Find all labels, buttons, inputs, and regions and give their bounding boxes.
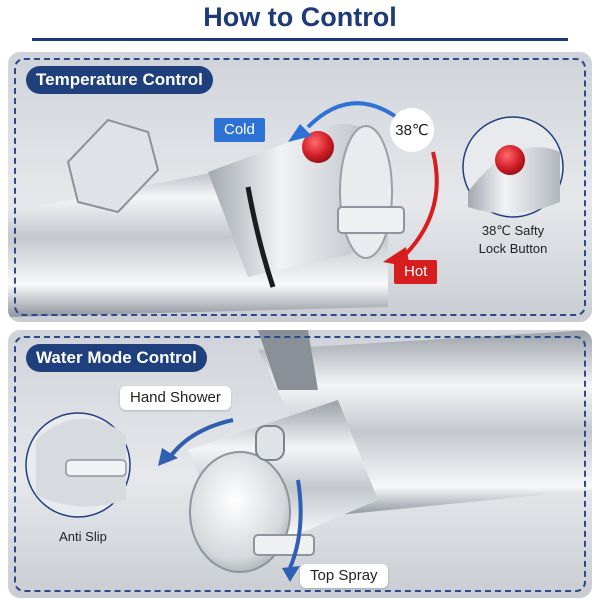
top-spray-label: Top Spray: [300, 564, 388, 588]
title-underline: [32, 38, 568, 41]
temperature-control-panel: Temperature Control Cold 38℃ Hot 38℃ Saf…: [8, 52, 592, 322]
section-label-water-mode: Water Mode Control: [26, 344, 207, 372]
section-label-temperature: Temperature Control: [26, 66, 213, 94]
diverter-valve-illustration: [25, 330, 592, 582]
safety-lock-caption-line-2: Lock Button: [478, 241, 548, 256]
safety-lock-button: [302, 131, 334, 163]
water-mode-control-panel: Water Mode Control Hand Shower Top Spray…: [8, 330, 592, 598]
thermostat-valve-illustration: [8, 101, 564, 317]
safety-lock-caption-line-1: 38℃ Safty: [481, 223, 545, 238]
safety-lock-caption: 38℃ Safty Lock Button: [458, 222, 568, 258]
temperature-value-badge: 38℃: [390, 108, 434, 152]
anti-slip-caption: Anti Slip: [59, 529, 107, 544]
hand-shower-label: Hand Shower: [120, 386, 231, 410]
hot-label: Hot: [394, 260, 438, 284]
cold-label: Cold: [214, 118, 265, 142]
safety-lock-inset-button: [495, 145, 525, 175]
page-title: How to Control: [203, 2, 397, 32]
